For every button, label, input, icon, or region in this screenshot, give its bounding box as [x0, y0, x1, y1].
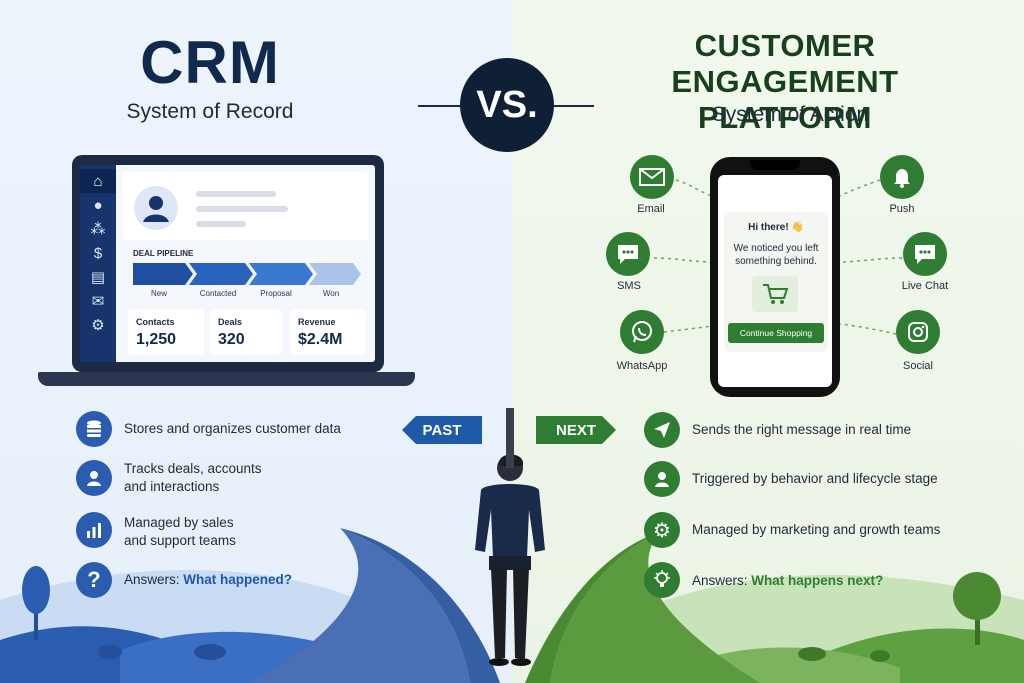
pipeline-chevrons	[133, 263, 361, 285]
cep-feature-2: Triggered by behavior and lifecycle stag…	[692, 471, 938, 486]
message-greeting: Hi there! 👋	[748, 222, 804, 233]
cep-feature-3: Managed by marketing and growth teams	[692, 522, 941, 537]
profile-line	[196, 191, 276, 197]
continue-shopping-button[interactable]: Continue Shopping	[728, 323, 824, 343]
cep-feature-4-prefix: Answers:	[692, 573, 752, 588]
crm-feature-2-line1: Tracks deals, accounts	[124, 461, 262, 476]
stage-contacted: Contacted	[199, 289, 237, 298]
crm-sidebar: ⌂ ● ⁂ $ ▤ ✉ ⚙	[80, 165, 116, 362]
database-icon	[76, 411, 112, 447]
gear-icon[interactable]: ⚙	[91, 317, 105, 334]
channel-push: Push	[889, 203, 915, 215]
past-sign: PAST	[402, 416, 482, 444]
user-icon	[644, 461, 680, 497]
channel-email: Email	[637, 203, 665, 215]
crm-feature-3-line1: Managed by sales	[124, 515, 234, 530]
stat-label: Deals	[218, 317, 243, 327]
channel-social: Social	[903, 360, 933, 372]
crm-feature-4: Answers: What happened?	[124, 571, 292, 589]
cep-feature-4-highlight: What happens next?	[751, 573, 884, 588]
live-chat-icon	[903, 232, 947, 276]
home-icon[interactable]: ⌂	[80, 169, 116, 193]
avatar	[134, 186, 178, 230]
bar-chart-icon	[76, 512, 112, 548]
email-icon	[630, 155, 674, 199]
contacts-icon[interactable]: ●	[93, 196, 103, 214]
whatsapp-icon	[620, 310, 664, 354]
crm-feature-4-prefix: Answers:	[124, 572, 184, 587]
document-icon[interactable]: ▤	[90, 269, 106, 286]
stat-label: Contacts	[136, 317, 175, 327]
crm-feature-4-highlight: What happened?	[183, 572, 293, 587]
crm-feature-1: Stores and organizes customer data	[124, 421, 341, 436]
message-line2: something behind.	[735, 256, 817, 267]
cep-title: CUSTOMER ENGAGEMENT PLATFORM	[590, 28, 980, 136]
person-figure	[475, 454, 545, 666]
pipeline-label: DEAL PIPELINE	[133, 249, 194, 258]
cep-feature-4: Answers: What happens next?	[692, 572, 883, 590]
crm-subtitle: System of Record	[126, 100, 294, 123]
gear-icon: ⚙	[644, 512, 680, 548]
stat-value: 320	[218, 331, 245, 348]
lightbulb-icon	[644, 562, 680, 598]
vs-line-left	[418, 105, 462, 107]
instagram-icon	[896, 310, 940, 354]
channel-sms: SMS	[617, 280, 641, 292]
cart-icon	[752, 276, 798, 312]
stat-value: 1,250	[136, 331, 177, 348]
signpost-pole	[506, 408, 514, 468]
next-sign: NEXT	[536, 416, 616, 444]
stat-revenue: Revenue $2.4M	[290, 309, 366, 355]
channel-live-chat: Live Chat	[901, 280, 949, 292]
question-icon: ?	[76, 562, 112, 598]
cep-feature-1: Sends the right message in real time	[692, 422, 912, 437]
tree-right-icon	[953, 572, 1001, 645]
stat-deals: Deals 320	[210, 309, 282, 355]
tree-left-icon	[22, 566, 50, 640]
stage-won: Won	[322, 289, 340, 298]
stat-value: $2.4M	[298, 331, 343, 348]
crm-feature-2: Tracks deals, accounts and interactions	[124, 460, 262, 496]
cep-subtitle: System of Action	[711, 103, 869, 126]
team-icon[interactable]: ⁂	[90, 221, 106, 238]
message-line1: We noticed you left	[733, 243, 819, 254]
dollar-icon[interactable]: $	[93, 244, 103, 262]
profile-line	[196, 206, 288, 212]
crm-feature-3-line2: and support teams	[124, 533, 236, 548]
sms-icon	[606, 232, 650, 276]
stat-contacts: Contacts 1,250	[128, 309, 204, 355]
bell-icon	[880, 155, 924, 199]
crm-feature-3: Managed by sales and support teams	[124, 514, 236, 550]
crm-title: CRM	[140, 29, 280, 96]
send-icon	[644, 412, 680, 448]
stage-proposal: Proposal	[260, 289, 292, 298]
laptop-base	[38, 372, 415, 386]
cep-title-line2: PLATFORM	[698, 100, 872, 135]
cep-title-line1: CUSTOMER ENGAGEMENT	[671, 28, 899, 99]
stage-new: New	[150, 289, 167, 298]
profile-line	[196, 221, 246, 227]
vs-line-right	[554, 105, 594, 107]
channel-whatsapp: WhatsApp	[616, 360, 668, 372]
vs-badge: VS.	[460, 58, 554, 152]
crm-feature-2-line2: and interactions	[124, 479, 220, 494]
phone-notch	[750, 160, 800, 170]
mail-icon[interactable]: ✉	[91, 293, 105, 310]
stat-label: Revenue	[298, 317, 336, 327]
user-icon	[76, 460, 112, 496]
